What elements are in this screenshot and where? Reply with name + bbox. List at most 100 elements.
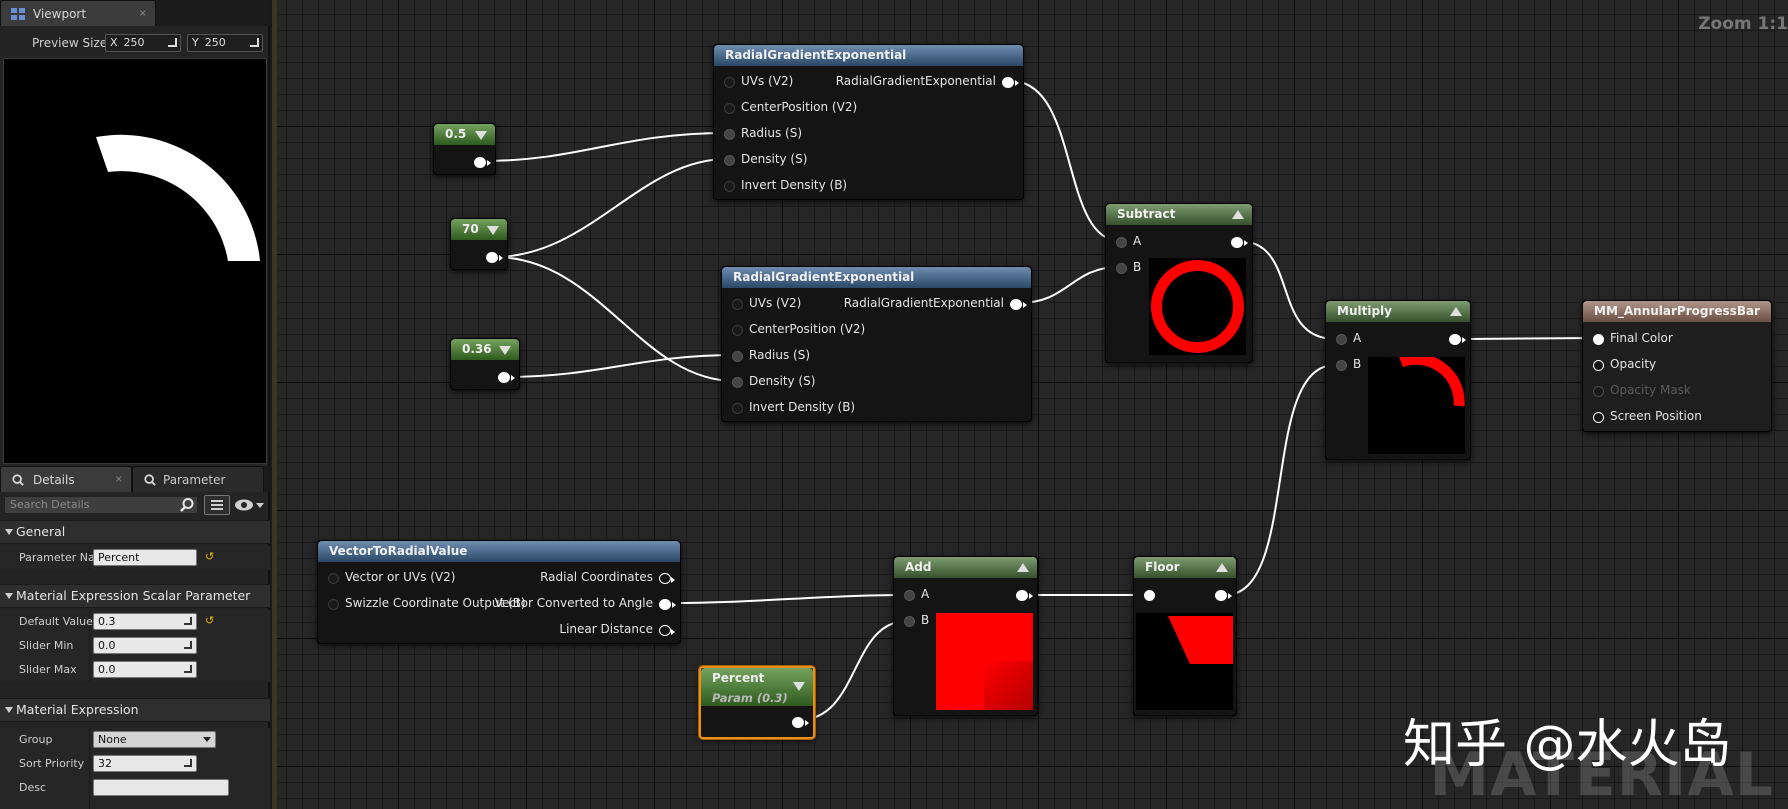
collapse-arrow-icon[interactable]: [499, 346, 511, 355]
node-header[interactable]: Floor: [1134, 557, 1236, 578]
floor-node[interactable]: Floor: [1133, 556, 1237, 716]
collapse-arrow-icon[interactable]: [5, 593, 13, 599]
output-pin[interactable]: [1016, 590, 1033, 601]
spin-icon[interactable]: [184, 641, 192, 649]
spin-icon[interactable]: [168, 38, 177, 47]
multiply-node[interactable]: Multiply A B: [1325, 300, 1471, 460]
input-pin[interactable]: [724, 103, 735, 114]
output-pin[interactable]: [1449, 334, 1466, 345]
node-header[interactable]: Add: [894, 557, 1037, 578]
tab-details[interactable]: Details ×: [0, 466, 132, 492]
output-pin[interactable]: [498, 372, 515, 383]
tab-parameter-defaults[interactable]: Parameter Defa: [132, 466, 264, 513]
spin-icon[interactable]: [184, 759, 192, 767]
collapse-arrow-icon[interactable]: [1232, 210, 1244, 219]
input-pin[interactable]: [724, 181, 735, 192]
node-header[interactable]: Percent Param (0.3): [701, 668, 813, 706]
input-pin[interactable]: [1336, 360, 1347, 371]
slider-max-field[interactable]: 0.0: [93, 661, 197, 678]
slider-min-field[interactable]: 0.0: [93, 637, 197, 654]
output-pin[interactable]: [659, 573, 675, 584]
input-pin[interactable]: [732, 325, 743, 336]
input-pin[interactable]: [1593, 334, 1604, 345]
input-pin[interactable]: [1336, 334, 1347, 345]
collapse-arrow-icon[interactable]: [5, 707, 13, 713]
close-icon[interactable]: ×: [114, 474, 123, 485]
input-pin[interactable]: [328, 573, 339, 584]
input-pin[interactable]: [724, 129, 735, 140]
output-pin[interactable]: [792, 717, 809, 728]
constant-node-70[interactable]: 70: [450, 218, 508, 270]
input-pin[interactable]: [1593, 360, 1604, 371]
input-pin[interactable]: [1593, 412, 1604, 423]
collapse-arrow-icon[interactable]: [793, 682, 805, 691]
node-header[interactable]: RadialGradientExponential: [722, 267, 1031, 288]
radial-gradient-exponential-node-1[interactable]: RadialGradientExponential UVs (V2)Radial…: [713, 44, 1024, 200]
spin-icon[interactable]: [184, 665, 192, 673]
viewport-preview[interactable]: [3, 58, 267, 464]
add-node[interactable]: Add A B: [893, 556, 1038, 716]
input-pin[interactable]: [904, 590, 915, 601]
spin-icon[interactable]: [184, 617, 192, 625]
spin-icon[interactable]: [250, 38, 259, 47]
group-select[interactable]: None: [93, 731, 216, 748]
subtract-node[interactable]: Subtract A B: [1105, 203, 1253, 363]
output-pin[interactable]: [659, 625, 675, 636]
input-pin[interactable]: [328, 599, 339, 610]
input-pin[interactable]: [1593, 386, 1604, 397]
percent-parameter-node[interactable]: Percent Param (0.3): [699, 666, 815, 739]
node-header[interactable]: Subtract: [1106, 204, 1252, 225]
node-header[interactable]: MM_AnnularProgressBar: [1583, 301, 1771, 322]
radial-gradient-exponential-node-2[interactable]: RadialGradientExponential UVs (V2)Radial…: [721, 266, 1032, 422]
section-material-expression[interactable]: Material Expression: [0, 698, 270, 722]
collapse-arrow-icon[interactable]: [487, 226, 499, 235]
input-pin[interactable]: [732, 299, 743, 310]
output-pin[interactable]: [1215, 590, 1232, 601]
constant-node-0.5[interactable]: 0.5: [433, 123, 496, 175]
input-pin[interactable]: [732, 403, 743, 414]
collapse-arrow-icon[interactable]: [1450, 307, 1462, 316]
output-pin[interactable]: [486, 252, 503, 263]
node-header[interactable]: Multiply: [1326, 301, 1470, 322]
input-pin[interactable]: [1116, 263, 1127, 274]
output-pin[interactable]: [474, 157, 491, 168]
input-pin[interactable]: [732, 351, 743, 362]
material-result-node[interactable]: MM_AnnularProgressBar Final Color Opacit…: [1582, 300, 1772, 432]
output-pin[interactable]: [1002, 77, 1019, 88]
collapse-arrow-icon[interactable]: [1017, 563, 1029, 572]
search-icon[interactable]: [179, 497, 195, 513]
input-pin[interactable]: [724, 77, 735, 88]
node-header[interactable]: VectorToRadialValue: [318, 541, 680, 562]
section-scalar-parameter[interactable]: Material Expression Scalar Parameter: [0, 584, 270, 608]
collapse-arrow-icon[interactable]: [5, 529, 13, 535]
parameter-name-field[interactable]: Percent: [93, 549, 197, 566]
output-pin[interactable]: [1010, 299, 1027, 310]
desc-field[interactable]: [93, 779, 229, 796]
node-header[interactable]: RadialGradientExponential: [714, 45, 1023, 66]
constant-node-0.36[interactable]: 0.36: [450, 338, 520, 390]
input-pin[interactable]: [724, 155, 735, 166]
section-general[interactable]: General: [0, 520, 270, 544]
reset-default-icon[interactable]: ↺: [205, 614, 215, 627]
default-value-field[interactable]: 0.3: [93, 613, 197, 630]
node-header[interactable]: 0.36: [451, 339, 519, 360]
input-pin[interactable]: [1144, 590, 1155, 601]
tab-viewport[interactable]: Viewport ×: [0, 0, 156, 26]
close-icon[interactable]: ×: [138, 8, 147, 19]
collapse-arrow-icon[interactable]: [475, 131, 487, 140]
input-pin[interactable]: [904, 616, 915, 627]
input-pin[interactable]: [732, 377, 743, 388]
node-header[interactable]: 0.5: [434, 124, 495, 145]
collapse-arrow-icon[interactable]: [1216, 563, 1228, 572]
grid-view-button[interactable]: [204, 495, 230, 515]
node-header[interactable]: 70: [451, 219, 507, 240]
search-input[interactable]: Search Details: [4, 496, 198, 514]
sort-priority-field[interactable]: 32: [93, 755, 197, 772]
reset-default-icon[interactable]: ↺: [205, 550, 215, 563]
output-pin[interactable]: [1231, 237, 1248, 248]
input-pin[interactable]: [1116, 237, 1127, 248]
vector-to-radial-value-node[interactable]: VectorToRadialValue Vector or UVs (V2)Ra…: [317, 540, 681, 644]
output-pin[interactable]: [659, 599, 676, 610]
